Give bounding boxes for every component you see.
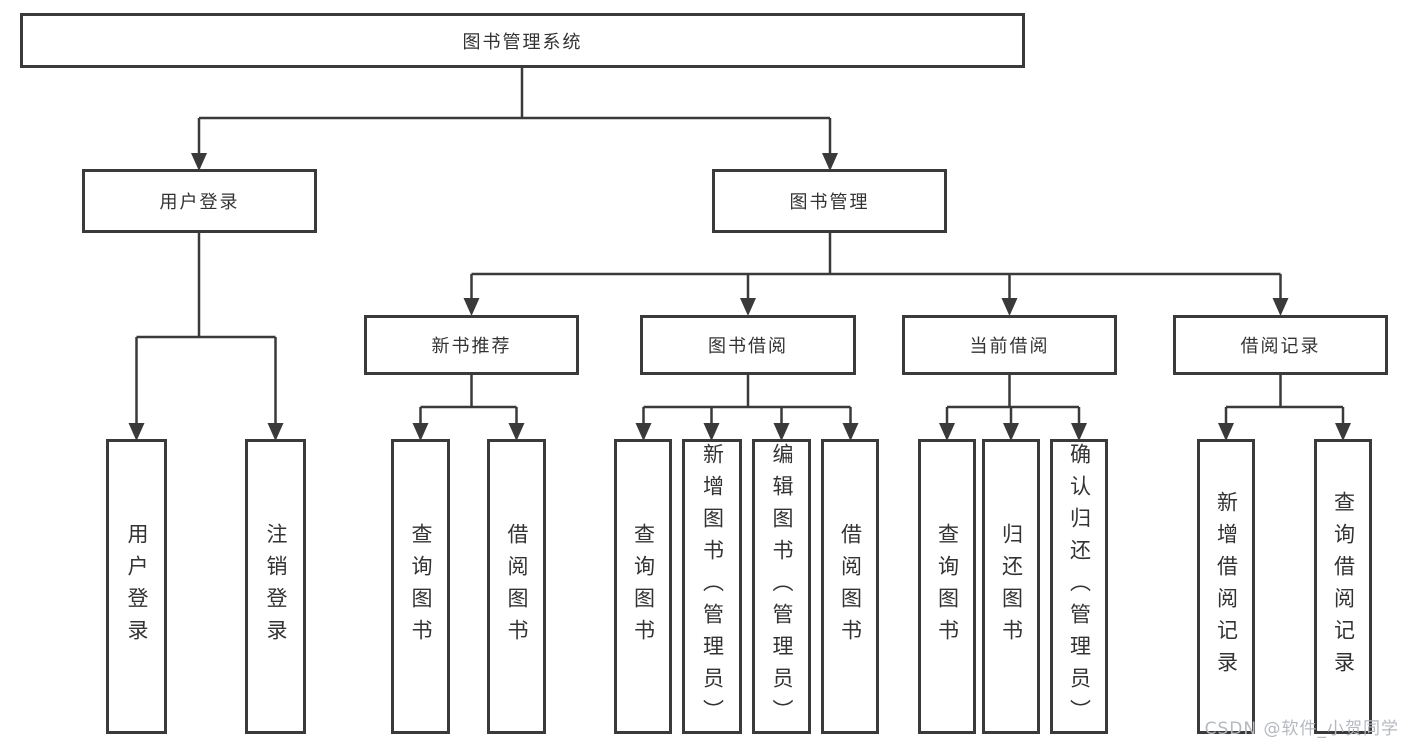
- node-root: 图书管理系统: [20, 13, 1025, 68]
- leaf-user-login-label: 用户登录: [125, 522, 149, 651]
- leaf-borrow-books-1: 借阅图书: [487, 439, 546, 734]
- node-user-login: 用户登录: [82, 169, 317, 233]
- leaf-query-books-3: 查询图书: [918, 439, 976, 734]
- connector-user-login-to-leaves: [128, 233, 284, 441]
- leaf-borrow-books-1-label: 借阅图书: [505, 522, 529, 651]
- node-root-label: 图书管理系统: [462, 31, 583, 53]
- leaf-borrow-books-2-label: 借阅图书: [838, 522, 863, 651]
- node-book-borrowing: 图书借阅: [640, 315, 856, 375]
- connector-book-mgmt-to-level3: [463, 233, 1289, 316]
- node-current-borrowing-label: 当前借阅: [969, 336, 1050, 357]
- csdn-watermark: CSDN @软件_小贺同学: [1204, 719, 1399, 739]
- node-book-management: 图书管理: [712, 169, 947, 233]
- leaf-query-books-2-label: 查询图书: [631, 522, 656, 651]
- connector-current-borrow-to-leaves: [939, 375, 1087, 441]
- connector-book-borrow-to-leaves: [635, 375, 859, 441]
- leaf-query-books-3-label: 查询图书: [935, 522, 960, 651]
- leaf-confirm-return-admin: 确认归还（管理员）: [1050, 439, 1108, 734]
- leaf-return-books: 归还图书: [982, 439, 1040, 734]
- node-new-book-recommend-label: 新书推荐: [431, 336, 512, 357]
- leaf-add-borrow-record-label: 新增借阅记录: [1214, 490, 1239, 683]
- leaf-query-books-1-label: 查询图书: [409, 522, 433, 651]
- leaf-logout: 注销登录: [245, 439, 306, 734]
- leaf-add-borrow-record: 新增借阅记录: [1197, 439, 1255, 734]
- connector-borrow-records-to-leaves: [1218, 375, 1351, 441]
- leaf-edit-books-admin: 编辑图书（管理员）: [752, 439, 811, 734]
- leaf-query-borrow-record-label: 查询借阅记录: [1331, 490, 1356, 683]
- leaf-borrow-books-2: 借阅图书: [821, 439, 879, 734]
- leaf-confirm-return-admin-label: 确认归还（管理员）: [1067, 442, 1092, 731]
- node-user-login-label: 用户登录: [159, 192, 240, 213]
- leaf-add-books-admin-label: 新增图书（管理员）: [700, 442, 725, 731]
- node-new-book-recommend: 新书推荐: [364, 315, 579, 375]
- leaf-query-borrow-record: 查询借阅记录: [1314, 439, 1372, 734]
- node-book-borrowing-label: 图书借阅: [708, 336, 788, 357]
- leaf-query-books-1: 查询图书: [391, 439, 450, 734]
- leaf-return-books-label: 归还图书: [999, 522, 1024, 651]
- connector-new-books-to-leaves: [412, 375, 525, 441]
- leaf-user-login: 用户登录: [106, 439, 167, 734]
- leaf-add-books-admin: 新增图书（管理员）: [682, 439, 742, 734]
- leaf-logout-label: 注销登录: [264, 522, 288, 651]
- leaf-edit-books-admin-label: 编辑图书（管理员）: [770, 442, 794, 731]
- node-book-management-label: 图书管理: [789, 192, 870, 213]
- node-borrowing-records: 借阅记录: [1173, 315, 1388, 375]
- node-current-borrowing: 当前借阅: [902, 315, 1117, 375]
- connector-root-to-level2: [191, 68, 838, 171]
- leaf-query-books-2: 查询图书: [614, 439, 672, 734]
- node-borrowing-records-label: 借阅记录: [1240, 336, 1321, 357]
